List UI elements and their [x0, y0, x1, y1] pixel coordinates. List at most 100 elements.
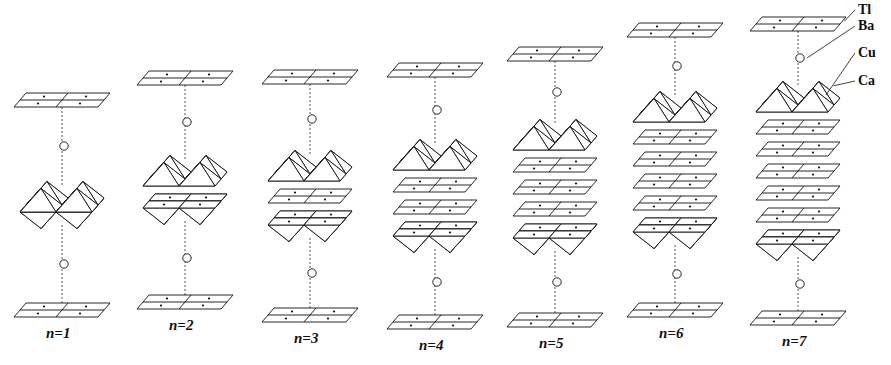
tl-plane: [137, 295, 233, 309]
atom-dot: [43, 305, 45, 307]
atom-dot: [779, 313, 781, 315]
atom-dot: [539, 226, 541, 228]
structure-index: n=3: [294, 331, 318, 346]
atom-dot: [656, 25, 658, 27]
atom-dot: [79, 102, 81, 104]
tl-plane: [750, 311, 846, 325]
atom-dot: [821, 313, 823, 315]
atom-dot: [533, 167, 535, 169]
atom-dot: [569, 233, 571, 235]
atom-dot: [327, 79, 329, 81]
tl-plane: [507, 313, 603, 327]
tl-plane: [627, 23, 723, 37]
atom-dot: [812, 195, 814, 197]
atom-dot: [689, 161, 691, 163]
atom-dot: [659, 198, 661, 200]
polyhedron-face: [792, 89, 828, 113]
polyhedron-base: [179, 201, 221, 208]
atom-dot: [653, 161, 655, 163]
grid-line: [519, 165, 591, 166]
grid-line: [762, 171, 834, 172]
atom-dot: [458, 65, 460, 67]
atom-dot: [776, 195, 778, 197]
atom-dot: [656, 305, 658, 307]
grid-line: [633, 30, 717, 31]
atom-dot: [821, 19, 823, 21]
polyhedron-face: [393, 236, 429, 253]
polyhedron-base: [669, 225, 711, 232]
atom-dot: [818, 122, 820, 124]
polyhedron-face: [549, 127, 585, 151]
grid-line: [399, 207, 471, 208]
atom-dot: [698, 25, 700, 27]
structure-index: n=1: [46, 326, 70, 341]
atom-dot: [650, 32, 652, 34]
atom-dot: [692, 32, 694, 34]
atom-dot: [79, 312, 81, 314]
atom-dot: [324, 220, 326, 222]
polyhedron-base: [633, 225, 675, 232]
atom-dot: [294, 213, 296, 215]
element-label: Ba: [858, 19, 874, 33]
structure-index: n=7: [782, 334, 806, 349]
atom-dot: [773, 26, 775, 28]
grid-line: [274, 196, 346, 197]
atom-dot: [653, 139, 655, 141]
polyhedron-face: [669, 99, 705, 123]
polyhedron-base: [268, 218, 310, 225]
atom-dot: [37, 102, 39, 104]
polyhedron-base: [762, 230, 804, 237]
atom-dot: [533, 211, 535, 213]
ba-atom: [553, 278, 561, 286]
polyhedron-face: [143, 208, 179, 225]
atom-dot: [160, 80, 162, 82]
atom-dot: [782, 166, 784, 168]
atom-dot: [202, 80, 204, 82]
atom-dot: [572, 56, 574, 58]
atom-dot: [333, 72, 335, 74]
atom-dot: [659, 154, 661, 156]
atom-dot: [692, 312, 694, 314]
atom-dot: [815, 26, 817, 28]
atom-dot: [575, 226, 577, 228]
atom-dot: [659, 176, 661, 178]
grid-line: [756, 318, 840, 319]
atom-dot: [199, 203, 201, 205]
atom-dot: [782, 144, 784, 146]
atom-dot: [416, 317, 418, 319]
cuo2-plane: [756, 142, 840, 156]
structure-index: n=4: [419, 338, 443, 353]
structure-index: n=6: [659, 326, 683, 341]
atom-dot: [569, 211, 571, 213]
cuo2-plane: [268, 189, 352, 203]
atom-dot: [452, 324, 454, 326]
atom-dot: [695, 198, 697, 200]
atom-dot: [419, 180, 421, 182]
atom-dot: [536, 49, 538, 51]
atom-dot: [776, 151, 778, 153]
atom-dot: [413, 209, 415, 211]
atom-dot: [815, 320, 817, 322]
atom-dot: [818, 144, 820, 146]
polyhedron-face: [304, 225, 340, 242]
cuo2-plane: [633, 196, 717, 210]
atom-dot: [698, 305, 700, 307]
atom-dot: [410, 72, 412, 74]
atom-dot: [449, 209, 451, 211]
polyhedron-face: [268, 225, 304, 242]
polyhedron-face: [179, 208, 215, 225]
grid-line: [143, 78, 227, 79]
atom-dot: [288, 198, 290, 200]
atom-dot: [812, 217, 814, 219]
ba-atom: [183, 118, 191, 126]
ba-atom: [796, 280, 804, 288]
polyhedron-base: [675, 218, 717, 225]
atom-dot: [812, 239, 814, 241]
atom-dot: [288, 220, 290, 222]
atom-dot: [202, 304, 204, 306]
grid-line: [762, 127, 834, 128]
polyhedron-base: [549, 231, 591, 238]
atom-dot: [689, 227, 691, 229]
atom-dot: [653, 183, 655, 185]
atom-dot: [689, 139, 691, 141]
